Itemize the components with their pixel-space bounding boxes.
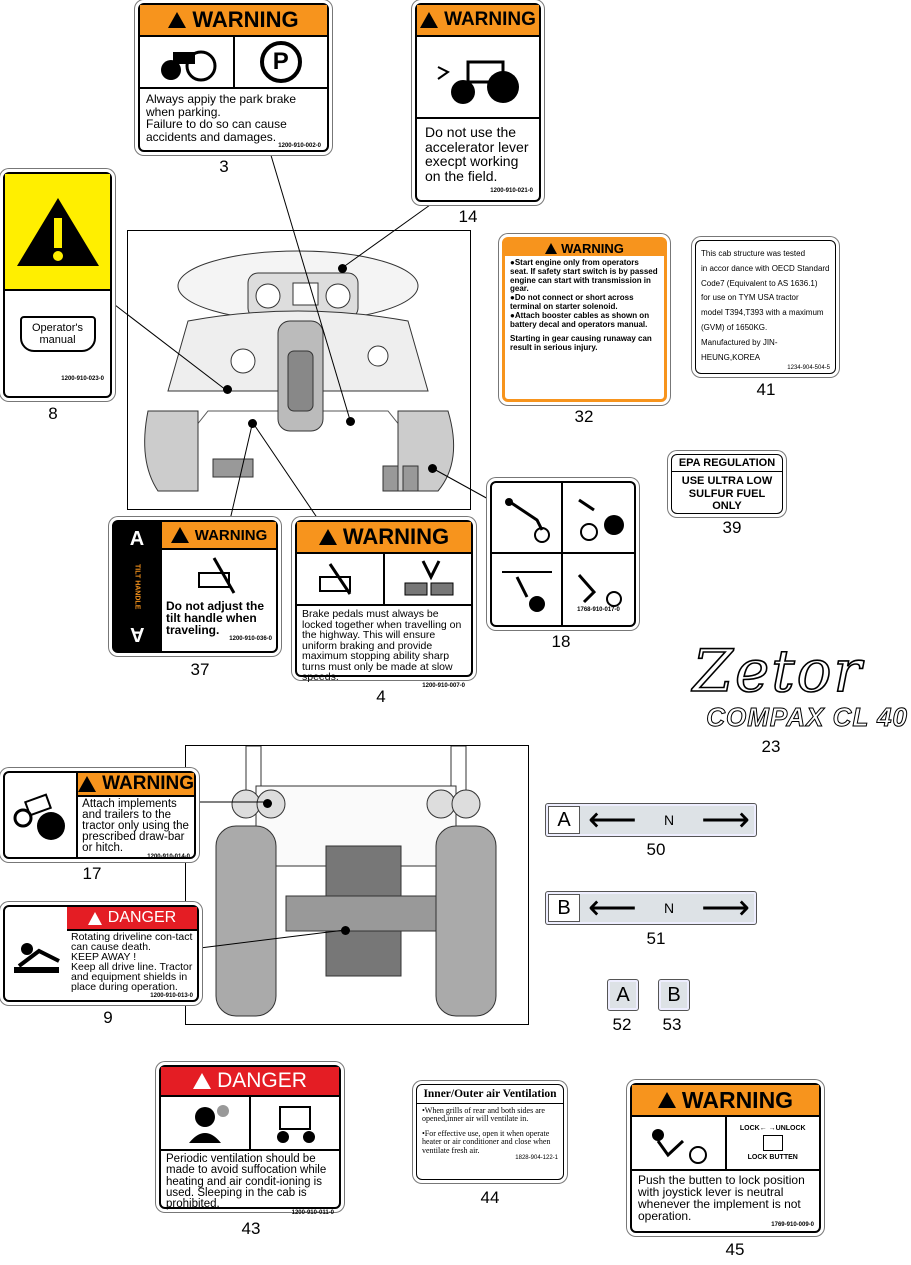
- danger-header: DANGER: [67, 907, 197, 931]
- cab-ventilation-icon: [277, 1106, 315, 1143]
- decal-17: WARNING Attach implements and trailers t…: [3, 771, 196, 860]
- decal-52: A: [607, 979, 639, 1011]
- decal-14: WARNING Do not use the accelerator lever…: [415, 3, 541, 202]
- callout-number-53: 53: [662, 1015, 682, 1034]
- decal-3: WARNING P Always appiy the park brake wh…: [138, 3, 329, 152]
- callout-dot: [338, 264, 347, 273]
- callout-number-37: 37: [190, 660, 210, 679]
- arrow-left-icon: ⟵: [588, 801, 637, 839]
- callout-number-18: 18: [551, 632, 571, 651]
- warning-triangle-icon: [170, 527, 189, 543]
- joystick-operator-icon: [652, 1129, 708, 1164]
- manual-book-icon: Operator's manual: [19, 315, 96, 352]
- callout-dot: [428, 464, 437, 473]
- decal-4: WARNING Brake pedals must always be lock…: [295, 520, 473, 689]
- decal-50: A ⟵ N ⟶: [545, 803, 757, 837]
- tractor-brake-icon: [161, 50, 217, 82]
- danger-triangle-icon: [87, 911, 102, 925]
- decal-32: WARNING ●Start engine only from operator…: [502, 237, 667, 402]
- warning-triangle-icon: [78, 776, 97, 792]
- bale-fall-icon: [577, 498, 624, 541]
- decal-51: B ⟵ N ⟶: [545, 891, 757, 925]
- zetor-logo: Zetor: [692, 637, 864, 705]
- driveline-entangle-icon: [13, 943, 60, 973]
- tractor-speed-icon: [437, 60, 519, 104]
- callout-number-51: 51: [646, 929, 666, 948]
- warning-header: WARNING: [78, 773, 194, 797]
- callout-dot: [346, 417, 355, 426]
- warning-header: WARNING: [162, 522, 276, 550]
- decal-37: A TILT HANDLE A WARNING Do not adjust th…: [112, 520, 278, 653]
- callout-number-17: 17: [82, 864, 102, 883]
- loader-crush-icon: [504, 498, 550, 543]
- callout-number-43: 43: [241, 1219, 261, 1238]
- callout-dot: [223, 385, 232, 394]
- decal-8: Operator's manual 1200-910-023-0: [3, 172, 112, 398]
- danger-header: DANGER: [161, 1067, 339, 1097]
- decal-53: B: [658, 979, 690, 1011]
- decal-44: Inner/Outer air Ventilation •When grills…: [416, 1084, 564, 1180]
- caution-yellow-panel: [5, 174, 110, 291]
- decal-9: DANGER Rotating driveline con-tact can c…: [3, 905, 199, 1002]
- callout-number-32: 32: [574, 407, 594, 426]
- callout-number-4: 4: [376, 687, 386, 706]
- model-name: COMPAX CL 40: [706, 702, 908, 733]
- arrow-right-icon: ⟶: [701, 889, 750, 927]
- decal-39: EPA REGULATION USE ULTRA LOW SULFUR FUEL…: [671, 454, 783, 514]
- callout-number-41: 41: [756, 380, 776, 399]
- warning-triangle-icon: [420, 12, 439, 28]
- arrow-right-icon: ⟶: [701, 801, 750, 839]
- dashboard-drawing: [144, 250, 455, 492]
- callout-number-39: 39: [722, 518, 742, 537]
- arrow-left-icon: ⟵: [588, 889, 637, 927]
- callout-dot: [341, 926, 350, 935]
- callout-number-3: 3: [219, 157, 229, 176]
- rear-drawing: [215, 746, 497, 1017]
- warning-triangle-icon: [168, 12, 187, 28]
- warning-header: WARNING: [297, 522, 471, 554]
- tilt-down-icon: A: [129, 623, 145, 645]
- decal-45: WARNING LOCK← →UNLOCK LOCK BUTTEN Push t…: [630, 1083, 821, 1233]
- warning-triangle-icon: [545, 242, 558, 254]
- dashboard-illustration: [127, 230, 471, 510]
- fall-hazard-icon: [577, 573, 622, 607]
- locked-pedals-icon: [404, 560, 454, 596]
- tilt-handle-strip: A TILT HANDLE A: [114, 522, 160, 651]
- decal-23: Zetor COMPAX CL 40: [648, 637, 908, 735]
- callout-number-45: 45: [725, 1240, 745, 1259]
- warning-triangle-icon: [318, 529, 337, 545]
- lock-button-icon: [762, 1135, 783, 1151]
- callout-number-14: 14: [458, 207, 478, 226]
- callout-number-9: 9: [103, 1008, 113, 1027]
- exclamation-triangle-icon: [16, 197, 99, 266]
- warning-triangle-icon: [657, 1092, 676, 1108]
- decal-18: 1768-910-017-0: [490, 481, 636, 627]
- decal-41: This cab structure was tested in accor d…: [695, 240, 836, 374]
- warning-header: WARNING: [417, 5, 539, 37]
- suffocation-icon: [189, 1105, 229, 1143]
- warning-header: WARNING: [632, 1085, 819, 1117]
- rear-illustration: [185, 745, 529, 1025]
- powerline-icon: [501, 571, 552, 612]
- decal-43: DANGER Periodic ventilation should be ma…: [159, 1065, 341, 1216]
- warning-header: WARNING: [505, 240, 664, 256]
- callout-number-23: 23: [761, 737, 781, 756]
- seat-tilt-icon: [198, 556, 236, 594]
- warning-header: WARNING: [140, 5, 327, 37]
- callout-dot: [263, 799, 272, 808]
- park-brake-icon: P: [259, 41, 302, 83]
- callout-number-8: 8: [48, 404, 58, 423]
- callout-dot: [248, 419, 257, 428]
- callout-number-52: 52: [612, 1015, 632, 1034]
- callout-number-44: 44: [480, 1188, 500, 1207]
- danger-triangle-icon: [193, 1073, 212, 1089]
- seat-brake-icon: [319, 563, 352, 595]
- tilt-up-icon: A: [129, 528, 145, 550]
- tractor-overturn-icon: [13, 792, 65, 840]
- callout-number-50: 50: [646, 840, 666, 859]
